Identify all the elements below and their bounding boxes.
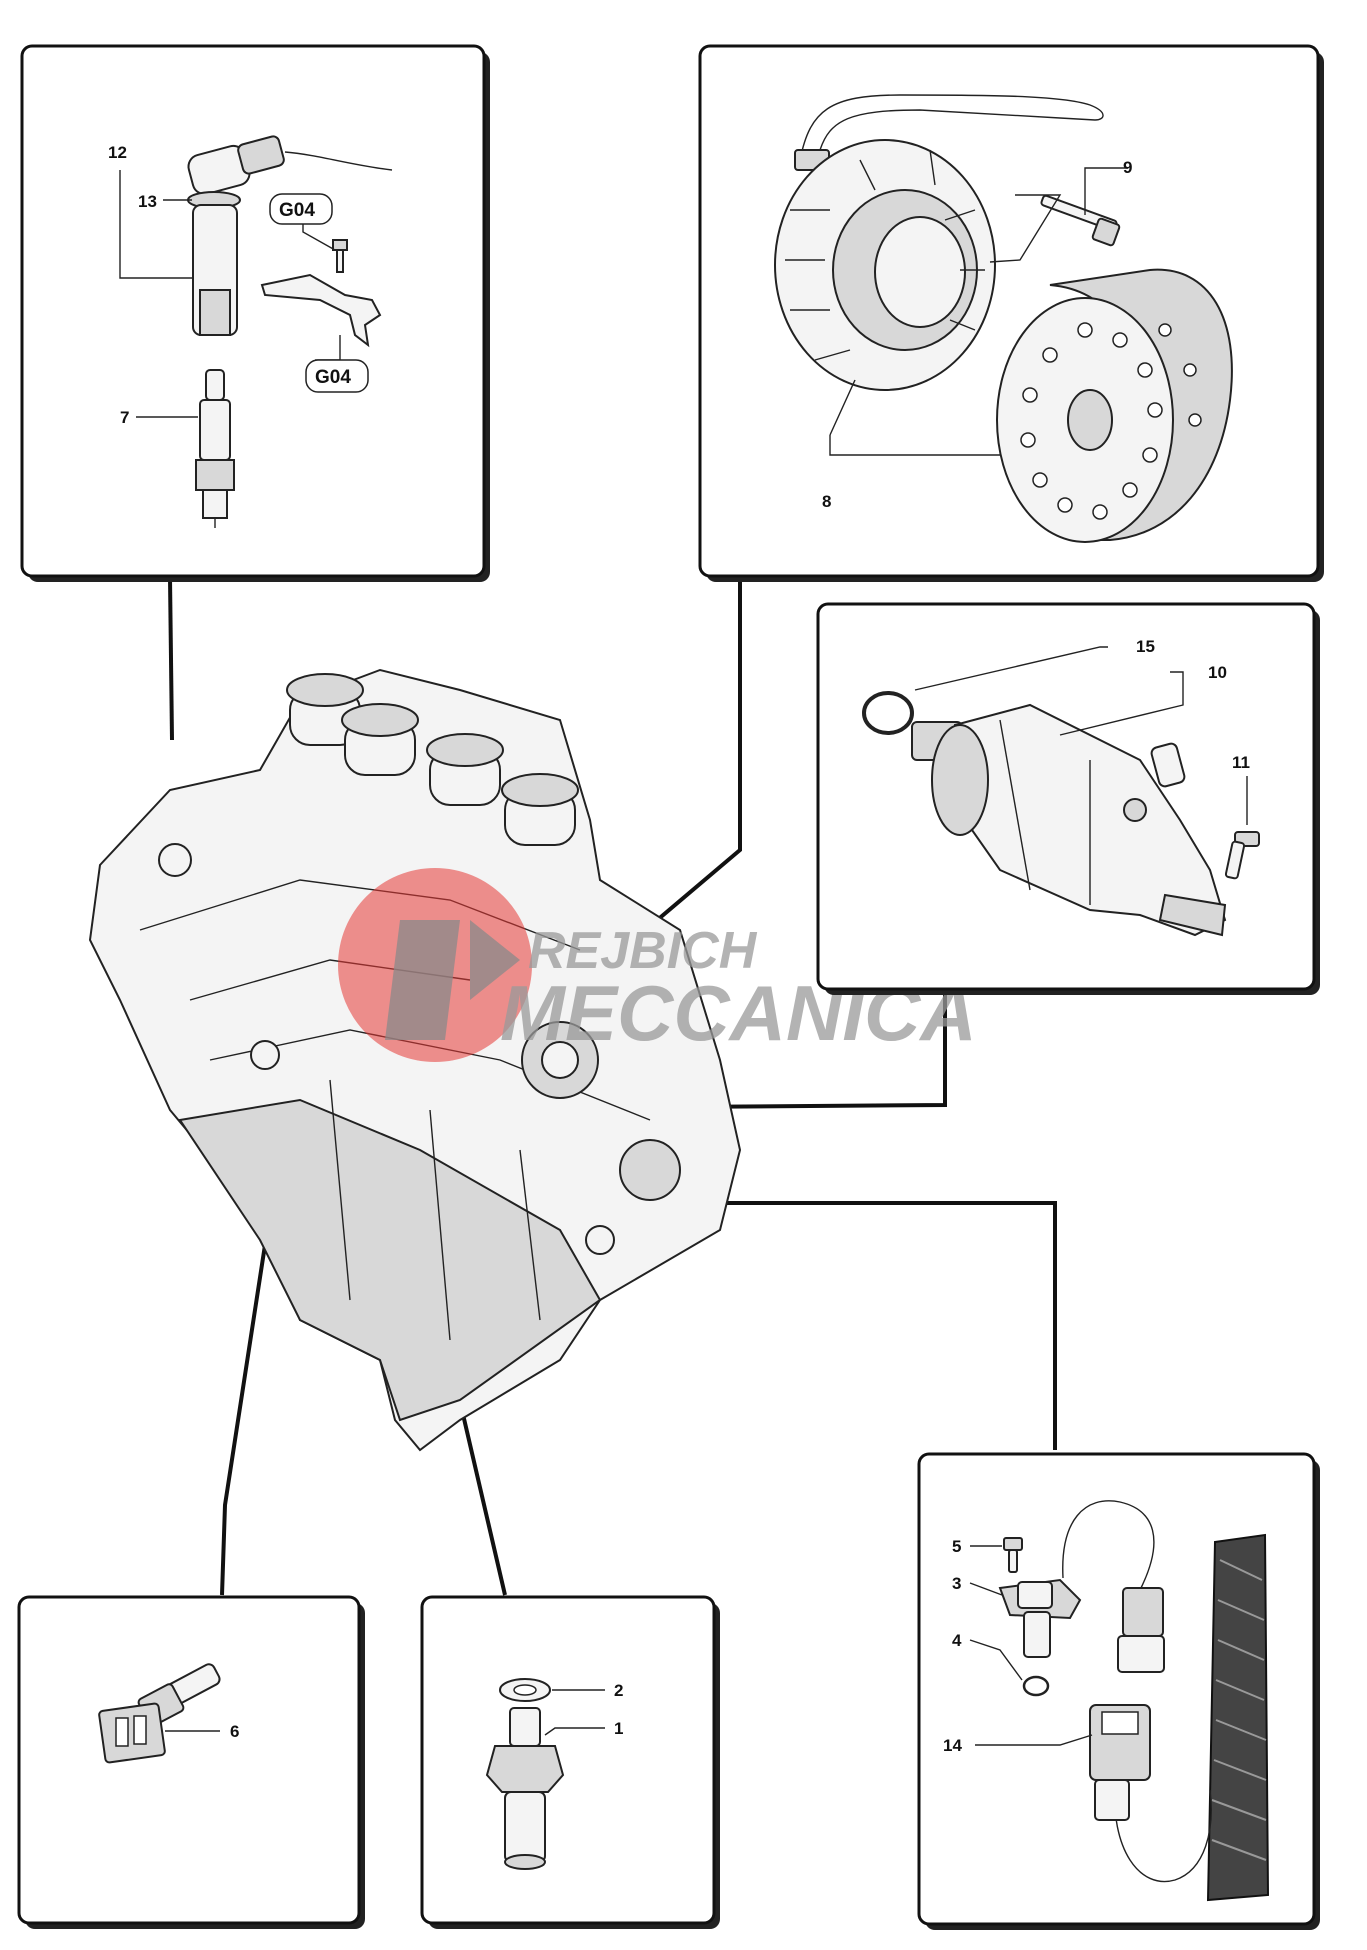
callout-1: 1: [614, 1719, 623, 1738]
callout-7: 7: [120, 408, 129, 427]
o-ring-4-image: [1022, 1675, 1050, 1697]
oil-pressure-sensor-image: [485, 1707, 565, 1870]
callout-9: 9: [1123, 158, 1132, 177]
pickup-sensor-image: [998, 1578, 1082, 1658]
temp-sensor-image: [98, 1663, 221, 1764]
connector-plug-image: [1117, 1587, 1165, 1673]
panel-starter: 15 10 11: [816, 602, 1320, 995]
ref-g04-bottom-box: [305, 359, 369, 393]
callout-2: 2: [614, 1681, 623, 1700]
callout-10: 10: [1208, 663, 1227, 682]
starter-motor-image: [911, 703, 1227, 937]
connector-socket-image: [1089, 1704, 1151, 1821]
bolt-11-image: [1224, 831, 1260, 880]
stator-image: [774, 94, 1104, 391]
ignition-coil-image: [187, 135, 393, 336]
ref-g04-bottom: G04: [315, 367, 351, 388]
panel-alternator: 9 8: [698, 44, 1324, 582]
callout-12: 12: [108, 143, 127, 162]
callout-14: 14: [943, 1736, 962, 1755]
watermark-line-1: REJBICH: [528, 922, 758, 980]
rotor-image: [996, 268, 1233, 543]
ref-g04-top-box: [269, 193, 333, 225]
watermark-logo-mark: [385, 920, 520, 1040]
o-ring-15-image: [862, 691, 914, 735]
callout-15: 15: [1136, 637, 1155, 656]
spark-plug-image: [195, 369, 235, 528]
callout-11: 11: [1232, 753, 1250, 772]
bolt-9-image: [1040, 194, 1121, 247]
callout-5: 5: [952, 1537, 961, 1556]
callout-3: 3: [952, 1574, 961, 1593]
callout-8: 8: [822, 492, 831, 511]
panel-temp-sensor-frame: [17, 1595, 361, 1925]
ref-g04-top: G04: [279, 200, 315, 221]
engine-block: [88, 668, 742, 1452]
panel-temp-sensor: 6: [17, 1595, 365, 1929]
panel-oil-sensor-frame: [420, 1595, 716, 1925]
panel-oil-sensor: 2 1: [420, 1595, 720, 1929]
panel-ignition: 12 13 7 G04 G04: [20, 44, 490, 582]
panel-ignition-frame: [20, 44, 486, 578]
harness-sleeve-image: [1206, 1533, 1270, 1902]
panel-pickup-sensor: 5 3 4 14: [917, 1452, 1320, 1930]
bolt-5-image: [1003, 1537, 1023, 1573]
bracket-image: [260, 239, 382, 348]
callout-13: 13: [138, 192, 157, 211]
callout-6: 6: [230, 1722, 239, 1741]
callout-4: 4: [952, 1631, 962, 1650]
